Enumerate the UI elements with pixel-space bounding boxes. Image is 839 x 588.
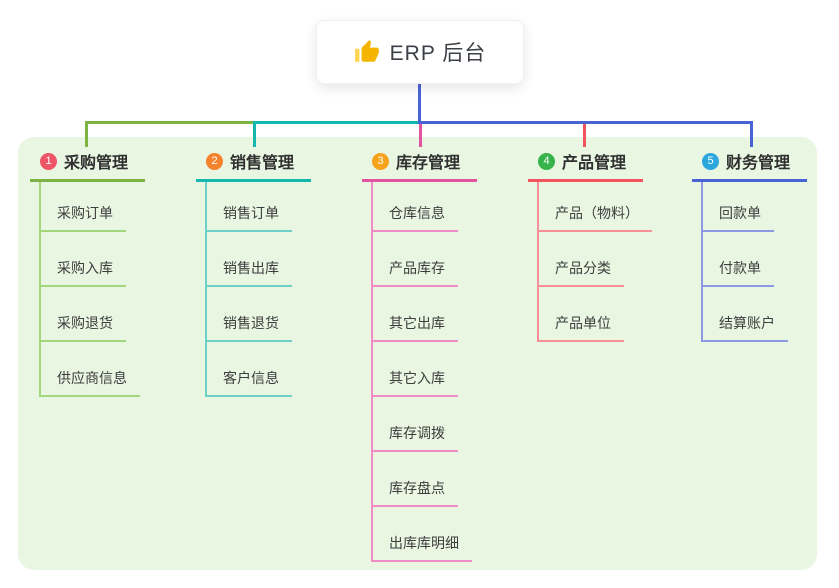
- branch-inventory: 3 库存管理 仓库信息 产品库存 其它出库 其它入库 库存调拨 库存盘点 出库库…: [362, 147, 477, 562]
- topic-label: 出库库明细: [389, 535, 459, 551]
- topic-node[interactable]: 采购入库: [41, 232, 126, 287]
- branch-sales: 2 销售管理 销售订单 销售出库 销售退货 客户信息: [196, 147, 311, 397]
- branch-title-purchase[interactable]: 1 采购管理: [30, 147, 145, 182]
- background-panel: [18, 137, 817, 570]
- branch-badge: 4: [538, 152, 555, 170]
- topic-label: 库存调拨: [389, 425, 445, 441]
- topic-node[interactable]: 销售退货: [207, 287, 292, 342]
- topic-label: 回款单: [719, 205, 761, 221]
- drop-product: [583, 124, 586, 147]
- branch-purchase: 1 采购管理 采购订单 采购入库 采购退货 供应商信息: [30, 147, 145, 397]
- topic-label: 结算账户: [719, 315, 775, 331]
- branch-children: 回款单 付款单 结算账户: [701, 182, 807, 342]
- topic-label: 销售退货: [223, 315, 279, 331]
- topic-node[interactable]: 销售订单: [207, 182, 292, 232]
- root-node[interactable]: ERP 后台: [316, 20, 524, 84]
- topic-node[interactable]: 其它入库: [373, 342, 458, 397]
- branch-badge: 5: [702, 152, 719, 170]
- branch-badge: 2: [206, 152, 223, 170]
- topic-node[interactable]: 采购退货: [41, 287, 126, 342]
- topic-label: 采购订单: [57, 205, 113, 221]
- topic-label: 仓库信息: [389, 205, 445, 221]
- topic-label: 销售订单: [223, 205, 279, 221]
- branch-children: 仓库信息 产品库存 其它出库 其它入库 库存调拨 库存盘点 出库库明细: [371, 182, 477, 562]
- topic-node[interactable]: 产品分类: [539, 232, 624, 287]
- topic-label: 其它出库: [389, 315, 445, 331]
- topic-label: 采购退货: [57, 315, 113, 331]
- drop-finance: [750, 121, 753, 147]
- topic-node[interactable]: 供应商信息: [41, 342, 140, 397]
- topic-label: 产品库存: [389, 260, 445, 276]
- bus-segment-blue: [420, 121, 753, 124]
- topic-node[interactable]: 销售出库: [207, 232, 292, 287]
- topic-node[interactable]: 结算账户: [703, 287, 788, 342]
- branch-title-finance[interactable]: 5 财务管理: [692, 147, 807, 182]
- drop-purchase: [85, 121, 88, 147]
- drop-inventory: [419, 124, 422, 147]
- topic-label: 付款单: [719, 260, 761, 276]
- topic-label: 产品分类: [555, 260, 611, 276]
- branch-label: 财务管理: [726, 155, 791, 172]
- connector-root: [418, 84, 421, 124]
- topic-node[interactable]: 其它出库: [373, 287, 458, 342]
- bus-segment-green: [85, 121, 256, 124]
- branch-children: 产品（物料） 产品分类 产品单位: [537, 182, 652, 342]
- thumbs-up-icon: [354, 39, 380, 65]
- topic-node[interactable]: 库存盘点: [373, 452, 458, 507]
- branch-children: 采购订单 采购入库 采购退货 供应商信息: [39, 182, 145, 397]
- branch-title-product[interactable]: 4 产品管理: [528, 147, 643, 182]
- topic-node[interactable]: 客户信息: [207, 342, 292, 397]
- topic-node[interactable]: 采购订单: [41, 182, 126, 232]
- branch-label: 库存管理: [396, 155, 461, 172]
- branch-label: 产品管理: [562, 155, 627, 172]
- branch-title-inventory[interactable]: 3 库存管理: [362, 147, 477, 182]
- topic-label: 客户信息: [223, 370, 279, 386]
- topic-label: 销售出库: [223, 260, 279, 276]
- topic-node[interactable]: 仓库信息: [373, 182, 458, 232]
- topic-label: 库存盘点: [389, 480, 445, 496]
- topic-node[interactable]: 产品单位: [539, 287, 624, 342]
- branch-badge: 1: [40, 152, 57, 170]
- topic-node[interactable]: 回款单: [703, 182, 774, 232]
- topic-label: 产品（物料）: [555, 205, 639, 221]
- bus-segment-teal: [253, 121, 421, 124]
- topic-node[interactable]: 付款单: [703, 232, 774, 287]
- topic-node[interactable]: 库存调拨: [373, 397, 458, 452]
- branch-finance: 5 财务管理 回款单 付款单 结算账户: [692, 147, 807, 342]
- topic-node[interactable]: 出库库明细: [373, 507, 472, 562]
- branch-label: 采购管理: [64, 155, 129, 172]
- topic-label: 供应商信息: [57, 370, 127, 386]
- topic-node[interactable]: 产品（物料）: [539, 182, 652, 232]
- topic-label: 其它入库: [389, 370, 445, 386]
- topic-label: 产品单位: [555, 315, 611, 331]
- root-label: ERP 后台: [389, 42, 487, 65]
- branch-product: 4 产品管理 产品（物料） 产品分类 产品单位: [528, 147, 652, 342]
- topic-label: 采购入库: [57, 260, 113, 276]
- branch-badge: 3: [372, 152, 389, 170]
- branch-children: 销售订单 销售出库 销售退货 客户信息: [205, 182, 311, 397]
- branch-title-sales[interactable]: 2 销售管理: [196, 147, 311, 182]
- drop-sales: [253, 121, 256, 147]
- branch-label: 销售管理: [230, 155, 295, 172]
- topic-node[interactable]: 产品库存: [373, 232, 458, 287]
